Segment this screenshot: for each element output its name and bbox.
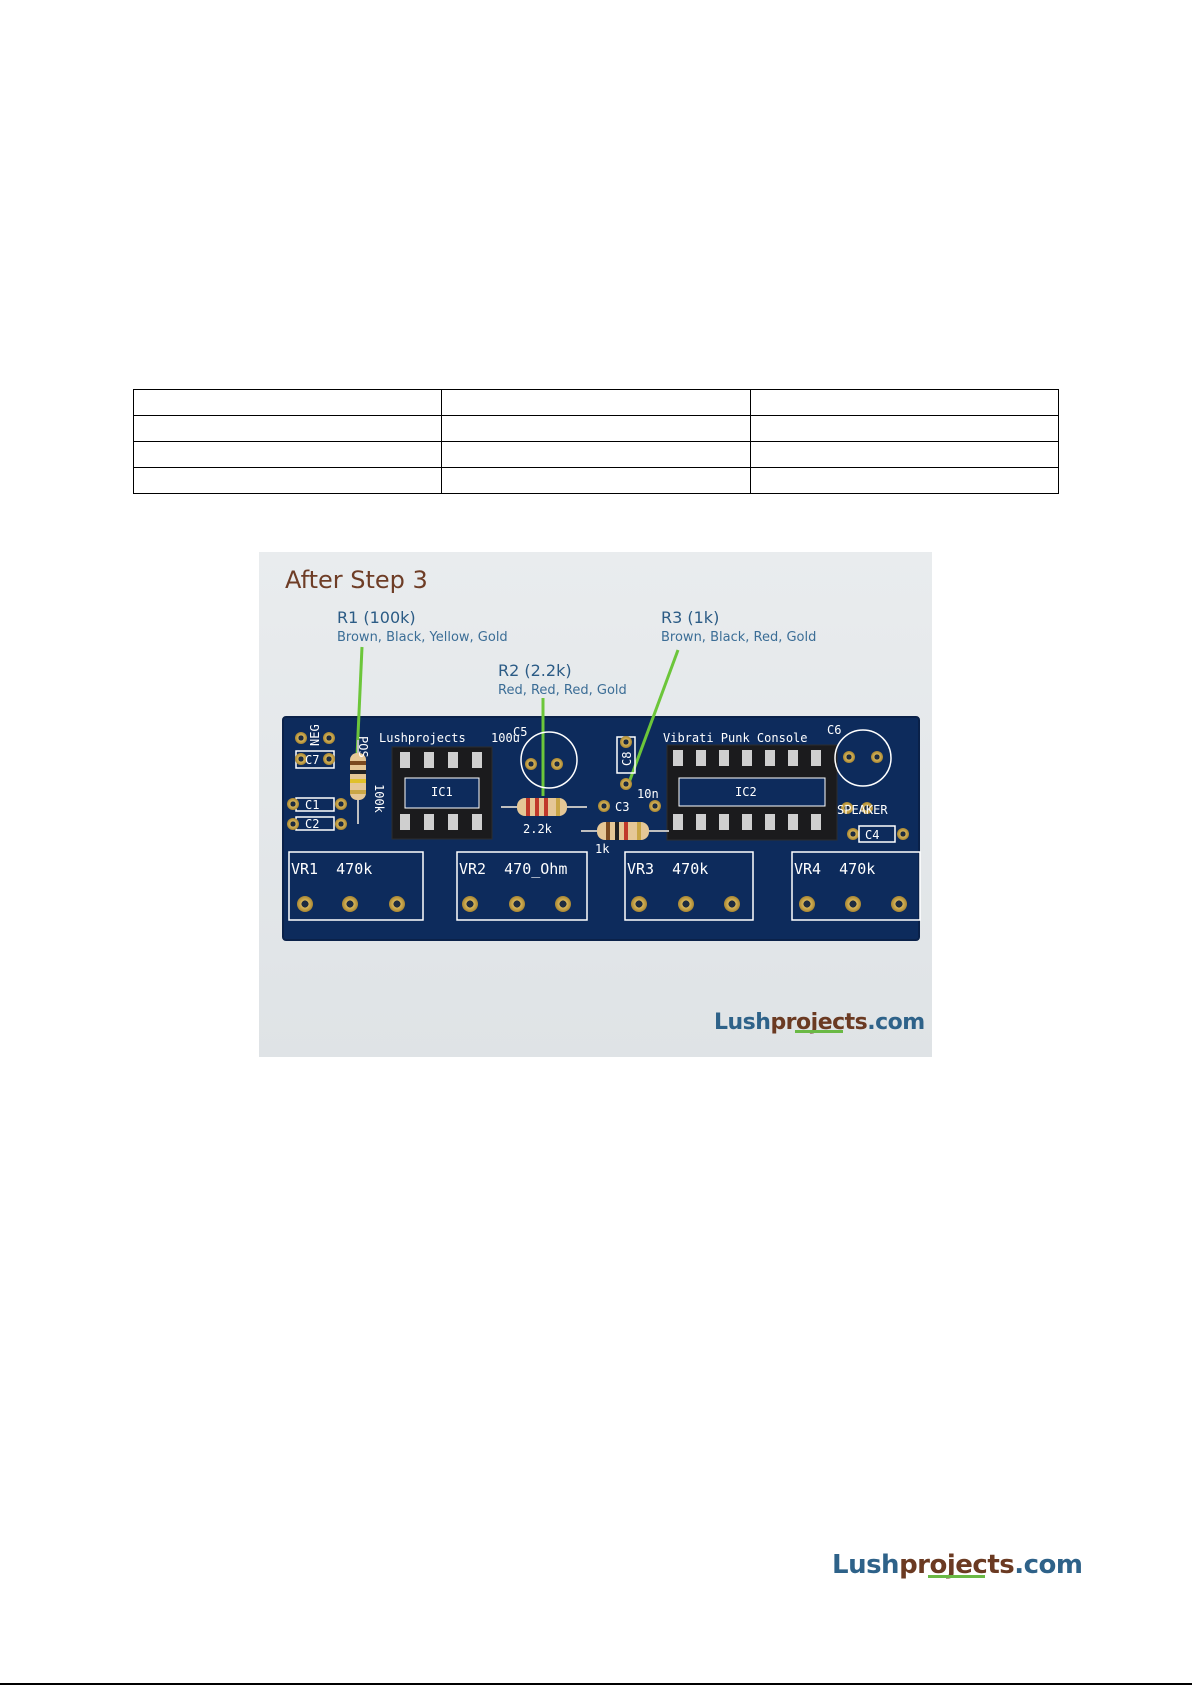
ic1-socket — [391, 746, 493, 840]
c8-label: C8 — [620, 752, 634, 766]
parts-table — [132, 389, 1060, 494]
table-cell — [441, 389, 751, 416]
photo-title: After Step 3 — [285, 566, 428, 594]
table-cell — [441, 441, 751, 468]
table-cell — [749, 415, 1060, 442]
page-footer-line — [0, 1683, 1192, 1685]
vr2-label: VR2 470_Ohm — [459, 860, 567, 878]
pos-label: POS — [356, 736, 370, 758]
table-row — [132, 467, 1060, 494]
pcb-illustration: NEG POS C7 C1 C2 Lushprojects 100u C5 C8… — [259, 552, 932, 1057]
r1-callout-name: R1 (100k) — [337, 608, 416, 627]
vr3-label: VR3 470k — [627, 860, 708, 878]
vr4-label: VR4 470k — [794, 860, 875, 878]
c7-label: C7 — [305, 753, 319, 767]
c4-label: C4 — [865, 828, 879, 842]
neg-label: NEG — [308, 724, 322, 746]
vr-footprints — [288, 851, 921, 921]
ic2-label: IC2 — [735, 785, 757, 799]
table-cell — [749, 441, 1060, 468]
c1-label: C1 — [305, 798, 319, 812]
r2-value-label: 2.2k — [523, 822, 553, 836]
page-brand-logo: Lushprojects.com — [832, 1550, 1083, 1580]
r1-value-label: 100k — [372, 784, 386, 814]
table-cell — [749, 467, 1060, 494]
r1-callout-colors: Brown, Black, Yellow, Gold — [337, 630, 508, 645]
table-cell — [132, 467, 443, 494]
c3-label: C3 — [615, 800, 629, 814]
r2-resistor — [501, 798, 587, 816]
table-cell — [441, 467, 751, 494]
table-row — [132, 415, 1060, 442]
speaker-label: SPEAKER — [837, 803, 888, 817]
table-cell — [749, 389, 1060, 416]
r3-callout-colors: Brown, Black, Red, Gold — [661, 630, 817, 645]
c3-value-label: 10n — [637, 787, 659, 801]
c6-label: C6 — [827, 723, 841, 737]
table-row — [132, 389, 1060, 416]
photo-brand-logo: Lushprojects.com — [714, 1010, 925, 1035]
r3-resistor — [581, 822, 669, 840]
r2-callout-name: R2 (2.2k) — [498, 661, 572, 680]
c5-value-label: 100u — [491, 731, 520, 745]
table-row — [132, 441, 1060, 468]
r3-value-label: 1k — [595, 842, 610, 856]
ic1-label: IC1 — [431, 785, 453, 799]
step-3-photo: NEG POS C7 C1 C2 Lushprojects 100u C5 C8… — [259, 552, 932, 1057]
c5-label: C5 — [513, 725, 527, 739]
r1-resistor — [350, 740, 366, 824]
c6-outline — [834, 729, 892, 787]
c5-outline — [520, 731, 578, 789]
table-cell — [132, 441, 443, 468]
table-cell — [441, 415, 751, 442]
silk-title-label: Vibrati Punk Console — [663, 731, 808, 745]
vr1-label: VR1 470k — [291, 860, 372, 878]
r1-leader-line — [355, 646, 364, 758]
table-cell — [132, 389, 443, 416]
ic2-socket — [666, 744, 838, 841]
table-cell — [132, 415, 443, 442]
r2-callout-colors: Red, Red, Red, Gold — [498, 683, 627, 698]
c2-label: C2 — [305, 817, 319, 831]
r3-callout-name: R3 (1k) — [661, 608, 720, 627]
silk-brand-label: Lushprojects — [379, 731, 466, 745]
